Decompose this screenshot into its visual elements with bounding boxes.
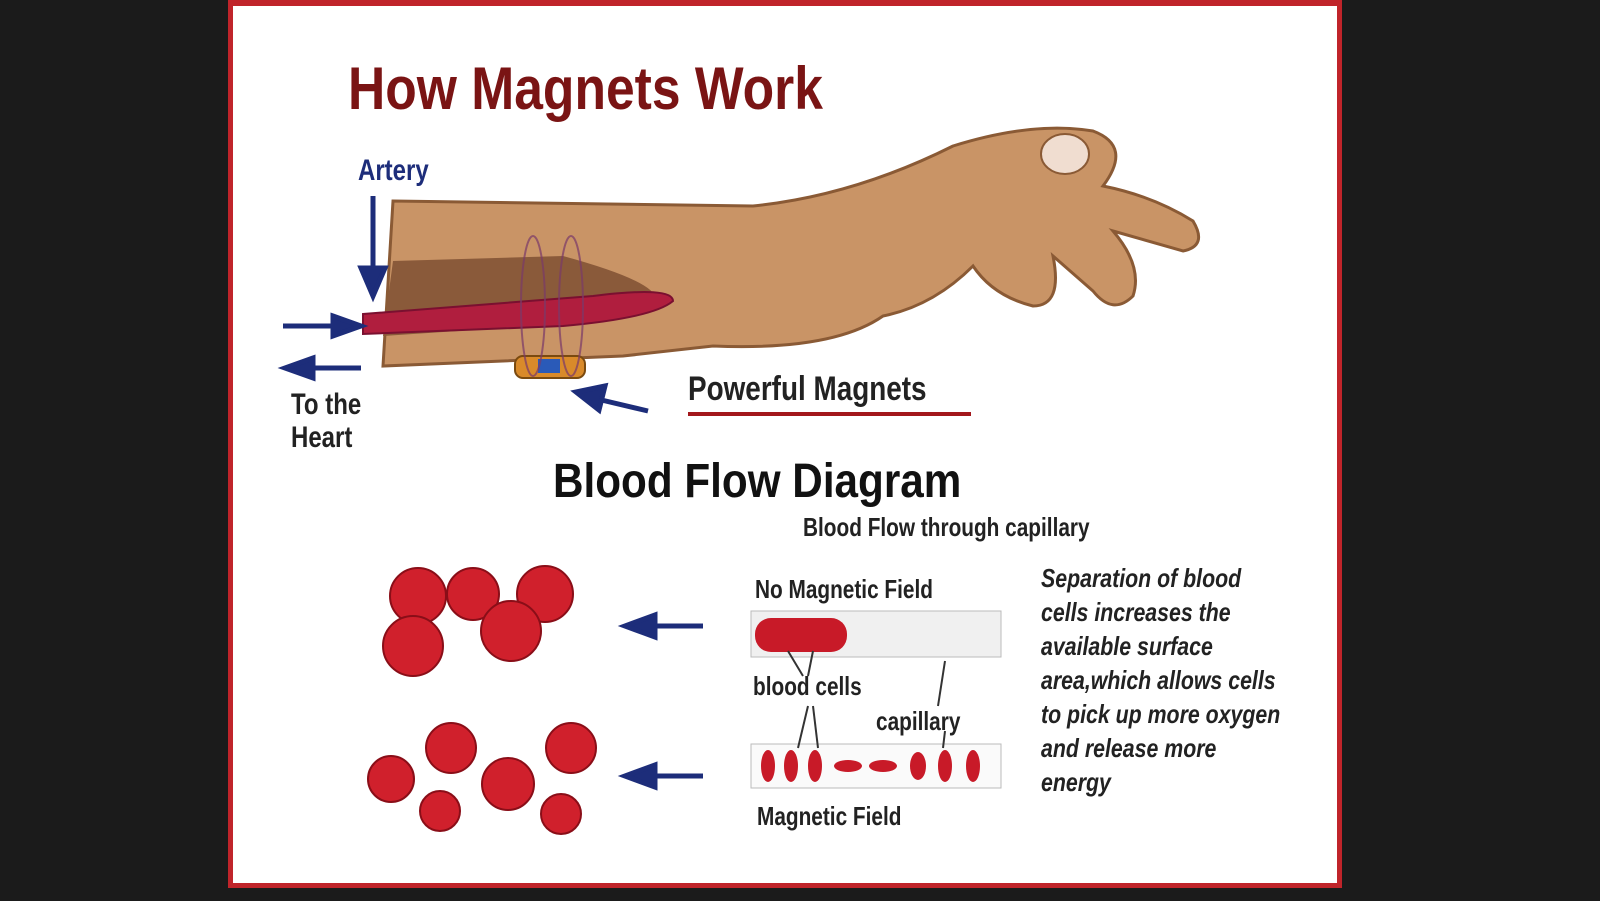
clumped-blood-cells <box>382 565 574 677</box>
illustration <box>277 126 1201 835</box>
description-text: Separation of blood cells increases the … <box>1041 563 1281 797</box>
artery-vessel <box>362 291 675 336</box>
capillary-with-field <box>750 743 1002 789</box>
no-field-label: No Magnetic Field <box>755 574 933 604</box>
magnetic-field-lines <box>520 235 584 377</box>
diagram-panel: How Magnets Work Artery To the Heart Pow… <box>228 0 1342 888</box>
magnet-core <box>538 359 560 373</box>
capillary-label: capillary <box>876 706 961 736</box>
blood-cells-label: blood cells <box>753 671 862 701</box>
separated-blood-cells <box>367 722 597 835</box>
page-title: How Magnets Work <box>348 55 823 122</box>
thumbnail <box>1040 133 1090 175</box>
magnetic-field-label: Magnetic Field <box>757 801 902 831</box>
capillary-no-field <box>750 610 1002 658</box>
blood-flow-subheading: Blood Flow through capillary <box>803 512 1090 542</box>
pointer-lines <box>787 650 946 749</box>
powerful-magnets-label: Powerful Magnets <box>688 370 927 408</box>
artery-label: Artery <box>358 154 429 187</box>
underline <box>688 412 971 416</box>
blood-flow-heading: Blood Flow Diagram <box>553 455 962 508</box>
arrow-icons <box>277 196 703 791</box>
to-the-heart-label: To the Heart <box>291 388 362 454</box>
